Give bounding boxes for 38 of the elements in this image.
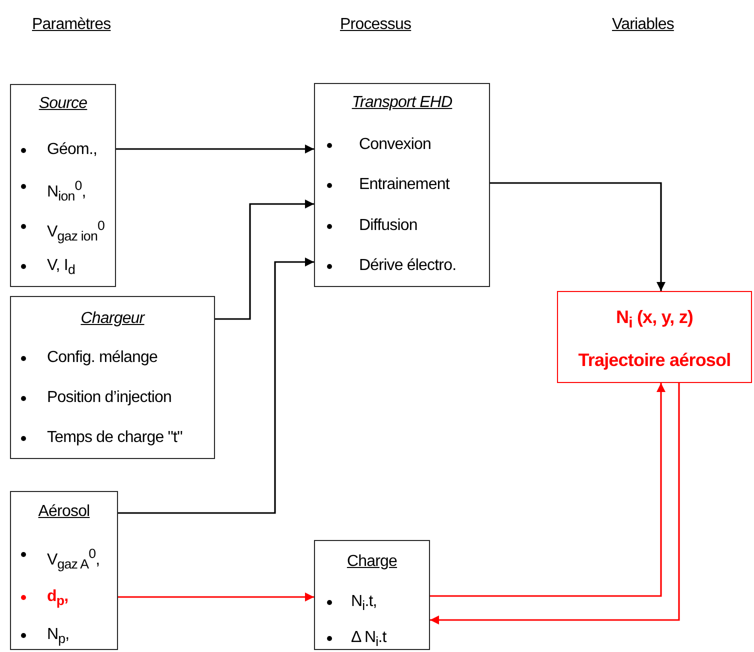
- list-item: N$_{i}$.t,: [351, 592, 377, 616]
- list-item: V$_{gaz A}$$^{0}$,: [47, 545, 100, 574]
- list-item: Géom.,: [47, 140, 98, 160]
- parameter-box: [314, 540, 430, 650]
- list-item: Config. mélange: [47, 348, 158, 368]
- arrow: [215, 200, 314, 320]
- list-item: d$_{p}$,: [47, 587, 68, 610]
- arrow: [430, 383, 680, 624]
- box-heading: Charge: [346, 552, 398, 572]
- column-heading: Processus: [340, 16, 412, 34]
- column-heading: Variables: [612, 16, 674, 34]
- list-item: Δ N$_{i}$.t: [351, 628, 386, 652]
- box-heading: Aérosol: [37, 502, 91, 522]
- list-item: N$_{p}$,: [47, 625, 70, 648]
- arrow: [490, 182, 666, 291]
- list-item: N$_{ion}$$^{0}$,: [47, 177, 86, 206]
- column-heading: Paramètres: [32, 16, 111, 34]
- parameter-box: [314, 83, 490, 287]
- parameter-box: [10, 84, 116, 287]
- arrow: [118, 592, 314, 602]
- list-item: Convexion: [359, 135, 432, 155]
- list-item: Temps de charge "t": [47, 428, 182, 448]
- parameter-box: [10, 296, 215, 459]
- list-item: Position d’injection: [47, 388, 172, 408]
- box-heading: Chargeur: [80, 309, 146, 329]
- box-heading: Source: [38, 94, 88, 114]
- parameter-box: [10, 491, 118, 650]
- list-item: V, I$_{d}$: [47, 256, 75, 280]
- result-text: N$_{i}$ (x, y, z): [614, 307, 694, 334]
- result-text: Trajectoire aérosol: [577, 350, 732, 370]
- list-item: Dérive électro.: [359, 256, 456, 276]
- box-heading: Transport EHD: [350, 93, 454, 113]
- arrow: [430, 383, 666, 597]
- list-item: Diffusion: [359, 216, 418, 236]
- list-item: Entrainement: [359, 175, 450, 195]
- result-box: [557, 291, 752, 383]
- arrow: [116, 144, 314, 154]
- arrow: [118, 258, 314, 514]
